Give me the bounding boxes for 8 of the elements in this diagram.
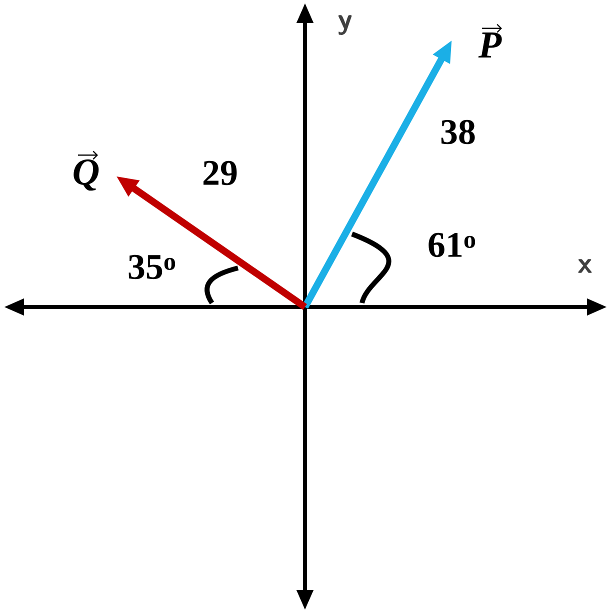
angle-label: 61$^{o}$ bbox=[428, 232, 476, 258]
vector-label: P bbox=[478, 24, 502, 58]
vector-label: Q bbox=[74, 150, 99, 191]
magnitude-label: 29 bbox=[204, 160, 237, 186]
angle-label: 35$^{o}$ bbox=[128, 254, 176, 280]
magnitude-label: 38 bbox=[441, 120, 475, 144]
axis-label: x bbox=[578, 259, 592, 273]
axis-label: y bbox=[338, 15, 352, 35]
